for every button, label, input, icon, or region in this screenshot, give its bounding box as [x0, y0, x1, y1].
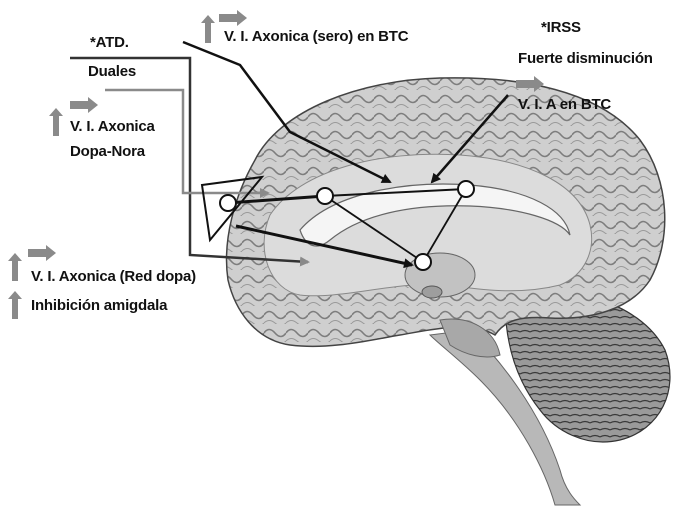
hypothalamus [422, 286, 442, 298]
label-red-dopa: V. I. Axonica (Red dopa) [31, 268, 196, 286]
right-arrow-icon [28, 245, 56, 261]
up-arrow-icon [8, 253, 22, 281]
label-duales: Duales [88, 63, 136, 81]
label-fuerte: Fuerte disminución [518, 50, 653, 68]
dopa-nora-line [105, 90, 268, 193]
brain-illustration [227, 78, 670, 505]
node-d [415, 254, 431, 270]
label-dopa-nora-2: Dopa-Nora [70, 143, 145, 161]
label-amigdala: Inhibición amigdala [31, 297, 167, 315]
label-sero: V. I. Axonica (sero) en BTC [224, 28, 408, 46]
node-c [458, 181, 474, 197]
node-a [220, 195, 236, 211]
up-arrow-icon [201, 15, 215, 43]
label-dopa-nora-1: V. I. Axonica [70, 118, 155, 136]
right-arrow-icon [219, 10, 247, 26]
up-arrow-icon [49, 108, 63, 136]
label-via: V. I. A en BTC [518, 96, 611, 114]
right-arrow-icon [70, 97, 98, 113]
up-arrow-icon [8, 291, 22, 319]
label-atd: *ATD. [90, 34, 129, 52]
label-irss: *IRSS [541, 19, 581, 37]
node-b [317, 188, 333, 204]
